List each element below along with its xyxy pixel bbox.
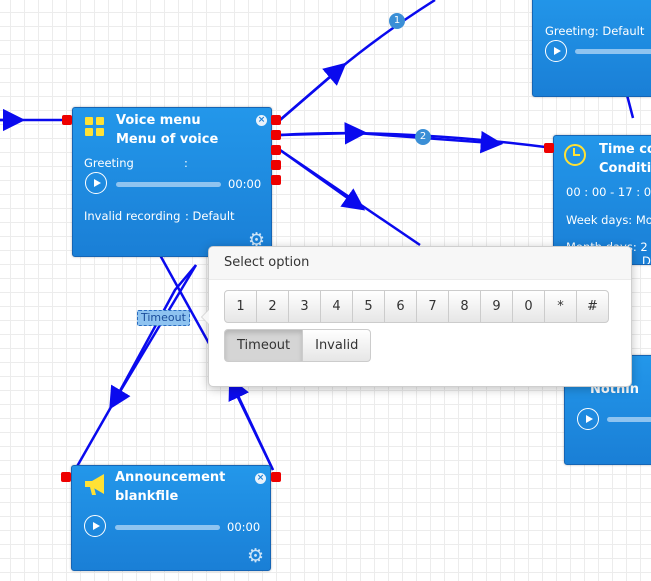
select-option-popover: Select option 1 2 3 4 5 6 7 8 9 0 * # Ti… [201, 246, 632, 387]
audio-time: 00:00 [228, 177, 262, 191]
play-button[interactable] [577, 408, 599, 430]
wire-option-1 [279, 0, 436, 121]
audio-time: 00:00 [227, 520, 261, 534]
key-hash[interactable]: # [576, 290, 609, 323]
node-subtitle: Menu of voice [116, 132, 219, 147]
time-range: 00 : 00 - 17 : 0 [566, 185, 651, 199]
node-subtitle: blankfile [115, 489, 179, 504]
key-8[interactable]: 8 [448, 290, 481, 323]
announcement-node[interactable]: Announcement blankfile × 00:00 ⚙ [71, 465, 271, 571]
keypad: 1 2 3 4 5 6 7 8 9 0 * # [224, 290, 609, 323]
input-port[interactable] [544, 143, 554, 153]
output-port-1[interactable] [271, 115, 281, 125]
play-button[interactable] [545, 40, 567, 62]
popover-title: Select option [209, 247, 631, 280]
output-port[interactable] [271, 472, 281, 482]
input-port[interactable] [62, 115, 72, 125]
key-1[interactable]: 1 [224, 290, 257, 323]
audio-progress-track[interactable] [575, 49, 651, 54]
voice-menu-node[interactable]: Voice menu Menu of voice × Greeting : 00… [72, 107, 272, 257]
key-6[interactable]: 6 [384, 290, 417, 323]
connection-badge-2[interactable]: 2 [415, 129, 431, 145]
input-port[interactable] [61, 472, 71, 482]
popover-arrow [201, 309, 209, 325]
wire-timeout [73, 264, 197, 471]
audio-progress-track[interactable] [607, 417, 651, 422]
close-icon[interactable]: × [256, 115, 267, 126]
invalid-recording-label: Invalid recording [84, 209, 181, 223]
close-icon[interactable]: × [255, 473, 266, 484]
key-star[interactable]: * [544, 290, 577, 323]
audio-progress-track[interactable] [115, 525, 220, 530]
megaphone-icon [82, 472, 110, 498]
greeting-text: Greeting: Default [545, 24, 645, 38]
timeout-option-button[interactable]: Timeout [224, 329, 304, 362]
key-2[interactable]: 2 [256, 290, 289, 323]
key-5[interactable]: 5 [352, 290, 385, 323]
month-days-continued: De [642, 254, 651, 265]
connection-badge-1[interactable]: 1 [389, 13, 405, 29]
output-port-5[interactable] [271, 175, 281, 185]
greeting-node[interactable]: Greeting: Default [532, 0, 651, 97]
invalid-recording-value: : Default [185, 209, 235, 223]
output-port-3[interactable] [271, 145, 281, 155]
clock-icon [564, 144, 586, 166]
play-button[interactable] [84, 515, 106, 537]
wire-label-timeout[interactable]: Timeout [137, 310, 190, 326]
key-9[interactable]: 9 [480, 290, 513, 323]
greeting-separator: : [184, 156, 188, 170]
key-7[interactable]: 7 [416, 290, 449, 323]
greeting-label: Greeting [84, 156, 134, 170]
node-title: Announcement [115, 470, 226, 485]
gear-icon[interactable]: ⚙ [248, 229, 266, 251]
invalid-option-button[interactable]: Invalid [302, 329, 372, 362]
output-port-4[interactable] [271, 160, 281, 170]
node-subtitle: Conditio [599, 161, 651, 176]
week-days: Week days: Mo [566, 213, 651, 227]
option-group: Timeout Invalid [224, 329, 372, 362]
key-0[interactable]: 0 [512, 290, 545, 323]
key-4[interactable]: 4 [320, 290, 353, 323]
output-port-2[interactable] [271, 130, 281, 140]
node-title: Time co [599, 142, 651, 157]
audio-progress-track[interactable] [116, 182, 221, 187]
key-3[interactable]: 3 [288, 290, 321, 323]
node-title: Voice menu [116, 113, 201, 128]
gear-icon[interactable]: ⚙ [247, 545, 265, 567]
grid-icon [85, 117, 105, 137]
play-button[interactable] [85, 172, 107, 194]
